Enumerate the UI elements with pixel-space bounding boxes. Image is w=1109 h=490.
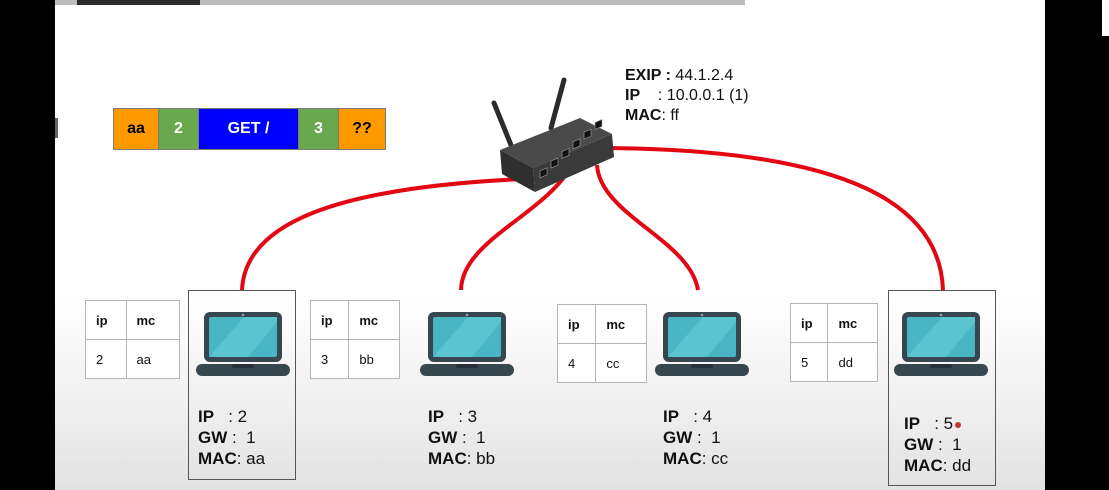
host-mac-key: MAC — [428, 449, 467, 468]
arp-ip: 2 — [85, 339, 127, 379]
router-mac-value: : ff — [661, 107, 679, 124]
arp-mc: aa — [125, 339, 180, 379]
packet-payload: GET / — [199, 109, 299, 149]
host-mac-value: : bb — [466, 449, 496, 468]
host-gw-key: GW — [663, 428, 693, 447]
host-gw-key: GW — [428, 428, 458, 447]
cable-host-3 — [595, 164, 700, 291]
arp-ip: 5 — [789, 342, 829, 382]
host-ip-key: IP — [428, 407, 445, 426]
arp-mc: dd — [827, 342, 878, 382]
packet-src-mac: aa — [114, 109, 159, 149]
packet-dst-mac: ?? — [339, 109, 385, 149]
host-gw-key: GW — [198, 428, 228, 447]
arp-header-ip: ip — [556, 304, 597, 344]
host-ip-key: IP — [198, 407, 215, 426]
router-ip-key: IP — [625, 87, 641, 104]
host-ip-value: : 4 — [679, 407, 713, 426]
slide-canvas — [55, 0, 1045, 490]
router-exip-value: 44.1.2.4 — [670, 67, 734, 84]
host-ip-value: : 3 — [444, 407, 478, 426]
host-gw-value: : 1 — [227, 428, 256, 447]
host-4-highlight — [888, 290, 996, 486]
host-2-info: IP : 3 GW : 1 MAC: bb — [428, 406, 495, 469]
arp-header-mc: mc — [125, 300, 180, 340]
host-mac-value: : dd — [942, 456, 972, 475]
laptop-icon — [196, 312, 290, 376]
arp-mc: cc — [595, 343, 647, 383]
router-exip-key: EXIP : — [625, 67, 671, 84]
cable-host-4 — [606, 146, 945, 291]
laptop-icon — [655, 312, 749, 376]
arp-ip: 3 — [309, 339, 350, 379]
arp-ip: 4 — [556, 343, 597, 383]
arp-header-mc: mc — [827, 303, 878, 343]
arp-header-ip: ip — [85, 300, 127, 340]
host-ip-value: : 2 — [214, 407, 248, 426]
arp-header-mc: mc — [595, 304, 647, 344]
host-ip-key: IP — [904, 414, 921, 433]
host-gw-value: : 1 — [933, 435, 962, 454]
router-mac-key: MAC — [625, 107, 662, 124]
cable-host-2 — [459, 164, 574, 291]
packet-dst-ip: 3 — [299, 109, 339, 149]
pointer-dot-icon — [955, 421, 962, 428]
cable-host-1 — [240, 176, 549, 291]
router-icon — [491, 77, 614, 192]
host-mac-value: : cc — [701, 449, 729, 468]
router-info: EXIP : 44.1.2.4 IP : 10.0.0.1 (1) MAC: f… — [625, 66, 749, 126]
host-3-info: IP : 4 GW : 1 MAC: cc — [663, 406, 728, 469]
packet-frame: aa 2 GET / 3 ?? — [113, 108, 386, 150]
arp-header-ip: ip — [789, 303, 829, 343]
scrollbar-thumb[interactable] — [1102, 0, 1109, 36]
host-gw-value: : 1 — [692, 428, 721, 447]
host-mac-value: : aa — [236, 449, 266, 468]
host-ip-value: : 5 — [920, 414, 954, 433]
arp-header-mc: mc — [348, 300, 400, 340]
laptop-icon — [894, 312, 988, 376]
host-mac-key: MAC — [198, 449, 237, 468]
host-mac-key: MAC — [663, 449, 702, 468]
title-tab — [77, 0, 200, 5]
host-1-info: IP : 2 GW : 1 MAC: aa — [198, 406, 265, 469]
video-progress-strip[interactable] — [55, 0, 745, 5]
host-ip-key: IP — [663, 407, 680, 426]
host-gw-value: : 1 — [457, 428, 486, 447]
slide-edge-marker — [55, 118, 58, 138]
laptop-icon — [420, 312, 514, 376]
host-4-info: IP : 5 GW : 1 MAC: dd — [904, 413, 971, 476]
packet-src-ip: 2 — [159, 109, 199, 149]
router-ip-value: : 10.0.0.1 (1) — [640, 87, 749, 104]
arp-mc: bb — [348, 339, 400, 379]
host-1-highlight — [188, 290, 296, 480]
arp-header-ip: ip — [309, 300, 350, 340]
host-gw-key: GW — [904, 435, 934, 454]
host-mac-key: MAC — [904, 456, 943, 475]
